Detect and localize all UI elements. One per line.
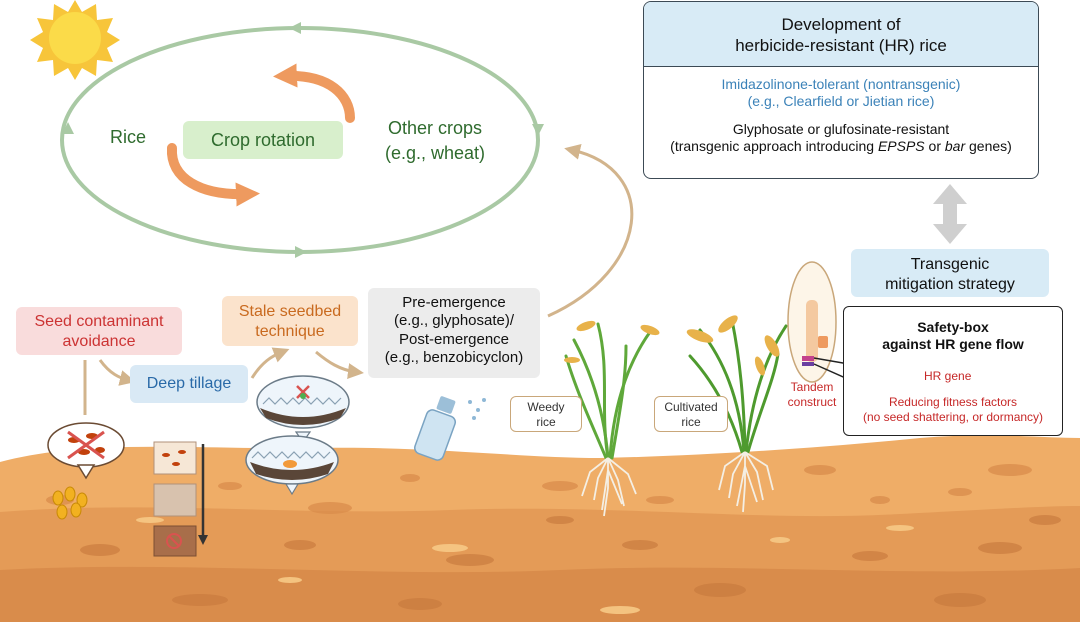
other-crops-label: Other crops (e.g., wheat) (375, 116, 495, 166)
fitness-line2: (no seed shattering, or dormancy) (862, 409, 1044, 424)
herb-line1: Pre-emergence (402, 294, 506, 311)
imidazolinone-tolerant-text: Imidazolinone-tolerant (nontransgenic) (… (644, 76, 1038, 110)
deep-tillage-icon (153, 441, 208, 557)
hr-rice-header: Development of herbicide-resistant (HR) … (644, 2, 1038, 67)
safety-box-panel: Safety-box against HR gene flow HR gene … (843, 306, 1063, 436)
weedy-rice-plant-icon (564, 320, 660, 517)
seed-contaminant-box: Seed contaminant avoidance (16, 307, 182, 355)
transgenic-mitigation-box: Transgenic mitigation strategy (851, 249, 1049, 297)
sun-icon (30, 0, 120, 80)
stale-seedbed-icon (245, 375, 350, 496)
herb-line2: (e.g., glyphosate)/ (393, 312, 515, 330)
hr-gene-label: HR gene (924, 369, 972, 383)
stale-line1: Stale seedbed (238, 303, 342, 320)
rotation-cycle (60, 22, 544, 258)
tandem-construct-label: Tandem construct (784, 380, 840, 409)
cultivated-line1: Cultivated (664, 400, 718, 414)
other-crops-line2: (e.g., wheat) (384, 143, 486, 164)
double-headed-arrow-icon (933, 184, 967, 244)
return-to-rotation-arrow (547, 143, 634, 318)
safety-title-line2: against HR gene flow (882, 336, 1024, 353)
cultivated-rice-label: Cultivated rice (654, 396, 728, 432)
soil-layers (0, 435, 1080, 622)
gly-line2: (transgenic approach introducing EPSPS o… (670, 138, 1012, 155)
safety-title-line1: Safety-box (917, 319, 989, 335)
weedy-rice-label: Weedy rice (510, 396, 582, 432)
hr-rice-title: Development of herbicide-resistant (HR) … (644, 15, 1038, 56)
spray-bottle-icon (413, 396, 486, 461)
gly-line1: Glyphosate or glufosinate-resistant (732, 121, 950, 137)
fitness-line1: Reducing fitness factors (888, 395, 1018, 409)
stale-seedbed-box: Stale seedbed technique (222, 296, 358, 346)
cultivated-line2: rice (681, 414, 701, 429)
stale-line2: technique (255, 322, 325, 340)
crop-rotation-box: Crop rotation (183, 121, 343, 159)
weedy-line2: rice (536, 414, 556, 429)
herb-line4: (e.g., benzobicyclon) (384, 348, 524, 366)
hr-rice-development-panel: Development of herbicide-resistant (HR) … (643, 1, 1039, 179)
mitigation-line1: Transgenic (910, 256, 990, 273)
seed-line2: avoidance (62, 332, 136, 350)
imi-line2: (e.g., Clearfield or Jietian rice) (747, 93, 935, 110)
deep-tillage-box: Deep tillage (130, 365, 248, 403)
mitigation-line2: mitigation strategy (885, 275, 1015, 293)
seed-line1: Seed contaminant (34, 313, 164, 330)
imi-line1: Imidazolinone-tolerant (nontransgenic) (721, 76, 961, 92)
hr-title-line1: Development of (781, 15, 901, 34)
cultivated-rice-plant-icon (686, 315, 788, 513)
weedy-line1: Weedy (527, 400, 565, 414)
other-crops-line1: Other crops (387, 118, 483, 138)
fitness-factors-label: Reducing fitness factors (no seed shatte… (844, 395, 1062, 424)
herb-line3: Post-emergence (398, 330, 510, 348)
tandem-line2: construct (787, 394, 837, 409)
hr-title-line2: herbicide-resistant (HR) rice (735, 35, 947, 55)
seed-contaminant-icon (47, 422, 125, 520)
tandem-line1: Tandem (790, 380, 834, 394)
glyphosate-resistant-text: Glyphosate or glufosinate-resistant (tra… (644, 121, 1038, 155)
practice-arrows (83, 347, 364, 415)
herbicide-box: Pre-emergence (e.g., glyphosate)/ Post-e… (368, 288, 540, 378)
safety-box-title: Safety-box against HR gene flow (844, 319, 1062, 353)
rice-label: Rice (110, 127, 147, 147)
